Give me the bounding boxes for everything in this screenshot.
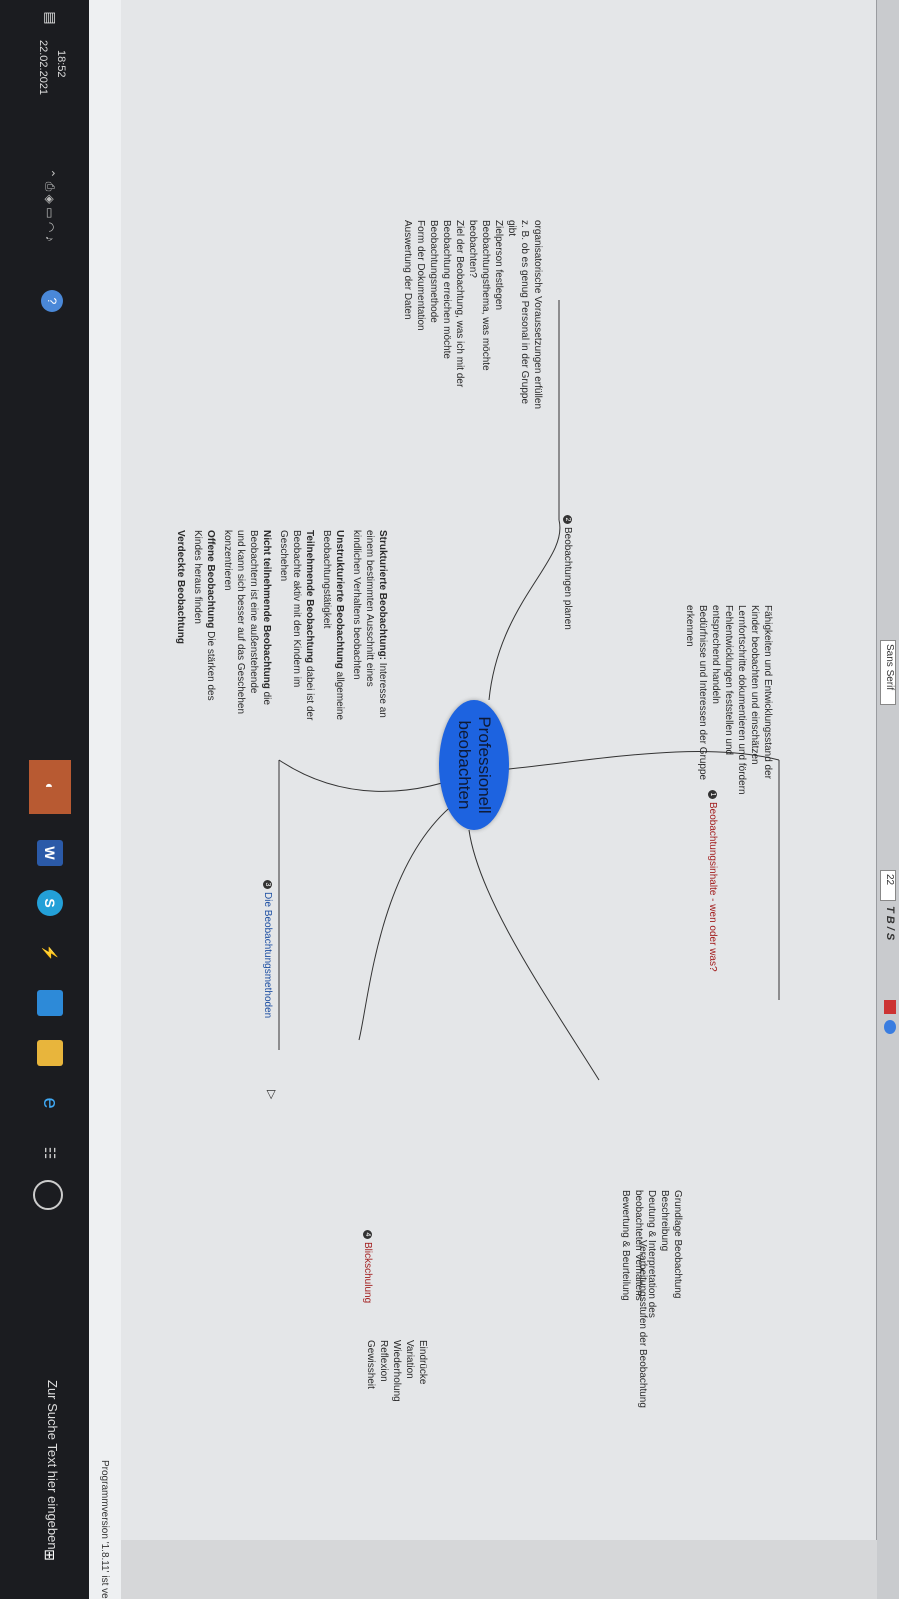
inhalte-item[interactable]: Bedürfnisse und Interessen der Gruppe [697,605,708,781]
clock-time[interactable]: 18:52 [55,50,67,78]
planen-items: organisatorische Voraussetzungen erfülle… [401,220,544,409]
planen-item[interactable]: Auswertung der Daten [402,220,413,320]
number-badge: 4 [363,1230,373,1239]
search-circle-icon[interactable] [33,1180,63,1210]
stufen-item[interactable]: Deutung & Interpretation des [646,1190,657,1318]
status-bar: Programmversion '1.8.11' ist verfügbar [89,0,121,1599]
planen-item[interactable]: beobachten? [467,220,478,278]
central-title-line2: beobachten [455,720,474,810]
word-icon[interactable]: W [37,840,63,866]
notification-icon[interactable]: ▤ [43,11,60,25]
number-badge: 3 [263,880,273,889]
inhalte-item[interactable]: erkennen [684,605,695,647]
blick-item[interactable]: Wiederholung [391,1340,402,1402]
methode-item[interactable]: Verdeckte Beobachtung [175,530,186,644]
stufen-item[interactable]: Grundlage Beobachtung [672,1190,683,1299]
inhalte-item[interactable]: Fehlentwicklungen feststellen und [723,605,734,756]
branch-label: Blickschulung [362,1242,373,1304]
app-icon[interactable]: ◐ [29,760,71,814]
blick-item[interactable]: Eindrücke [417,1340,428,1385]
planen-item[interactable]: z. B. ob es genug Personal in der Gruppe [519,220,530,405]
number-badge: 2 [563,515,573,524]
planen-item[interactable]: gibt [506,220,517,237]
planen-item[interactable]: Ziel der Beobachtung, was ich mit der [454,220,465,388]
connector-planen [488,519,561,701]
edge-icon[interactable]: e [39,1097,62,1109]
central-node[interactable]: Professionell beobachten [439,700,509,830]
inhalte-items: Fähigkeiten und Entwicklungsstand der Ki… [683,605,774,795]
blick-item[interactable]: Gewissheit [365,1340,376,1389]
stufen-item[interactable]: Bewertung & Beurteilung [620,1190,631,1301]
planen-item[interactable]: Beobachtungsmethode [428,220,439,323]
inhalte-item[interactable]: entsprechend handeln [710,605,721,704]
system-tray-icons[interactable]: ⌃ ⎙ ◈ ▭ ◠ ♪ [43,168,58,242]
planen-item[interactable]: organisatorische Voraussetzungen erfülle… [532,220,543,410]
clock-date[interactable]: 22.02.2021 [37,40,49,96]
connector-stufen [468,829,600,1081]
branch-methoden[interactable]: 3Die Beobachtungsmethoden [261,880,274,1018]
snip-icon[interactable]: ⚡ [42,944,59,962]
skype-icon[interactable]: S [37,890,63,916]
help-icon[interactable]: ? [41,290,63,312]
taskbar-search-input[interactable]: Zur Suche Text hier eingeben [45,1380,60,1550]
branch-label: Die Beobachtungsmethoden [262,892,273,1019]
branch-inhalte[interactable]: 1Beobachtungsinhalte - wen oder was? [706,790,719,972]
stufen-items: Grundlage Beobachtung Beschreibung Deutu… [619,1190,684,1318]
start-icon[interactable]: ⊞ [42,1549,59,1561]
blickschulung-items: Eindrücke Variation Wiederholung Reflexi… [364,1340,429,1402]
central-title-line1: Professionell [475,716,495,814]
branch-blickschulung[interactable]: 4Blickschulung [361,1230,374,1303]
branch-label: Beobachtungsinhalte - wen oder was? [707,802,718,972]
right-sidebar [100,1540,877,1599]
connector-blickschulung [358,799,460,1041]
blick-item[interactable]: Reflexion [378,1340,389,1382]
planen-item[interactable]: Zielperson festlegen [493,220,504,311]
task-view-icon[interactable]: ☷ [42,1146,59,1160]
planen-item[interactable]: Form der Dokumentation [415,220,426,331]
stufen-item[interactable]: Beschreibung [659,1190,670,1252]
planen-item[interactable]: Beobachtungsthema, was möchte [480,220,491,371]
update-notice[interactable]: Programmversion '1.8.11' ist verfügbar [99,1460,110,1599]
folder-icon[interactable] [37,1040,63,1066]
mail-icon[interactable] [37,990,63,1016]
blick-item[interactable]: Variation [404,1340,415,1379]
stufen-item[interactable]: beobachteten Verhaltens [633,1190,644,1301]
planen-item[interactable]: Beobachtung erreichen möchte [441,220,452,359]
mouse-cursor-icon: ▷ [265,1090,279,1100]
branch-planen[interactable]: 2Beobachtungen planen [561,515,574,630]
inhalte-item[interactable]: Fähigkeiten und Entwicklungsstand der [762,605,773,779]
connector-inhalte [498,750,780,771]
windows-taskbar: Zur Suche Text hier eingeben ⊞ ☷ e ⚡ S W… [0,0,89,1599]
inhalte-item[interactable]: Kinder beobachten und einschätzen [749,605,760,765]
inhalte-item[interactable]: Lernfortschritte dokumentieren und förde… [736,605,747,795]
branch-label: Beobachtungen planen [562,527,573,630]
